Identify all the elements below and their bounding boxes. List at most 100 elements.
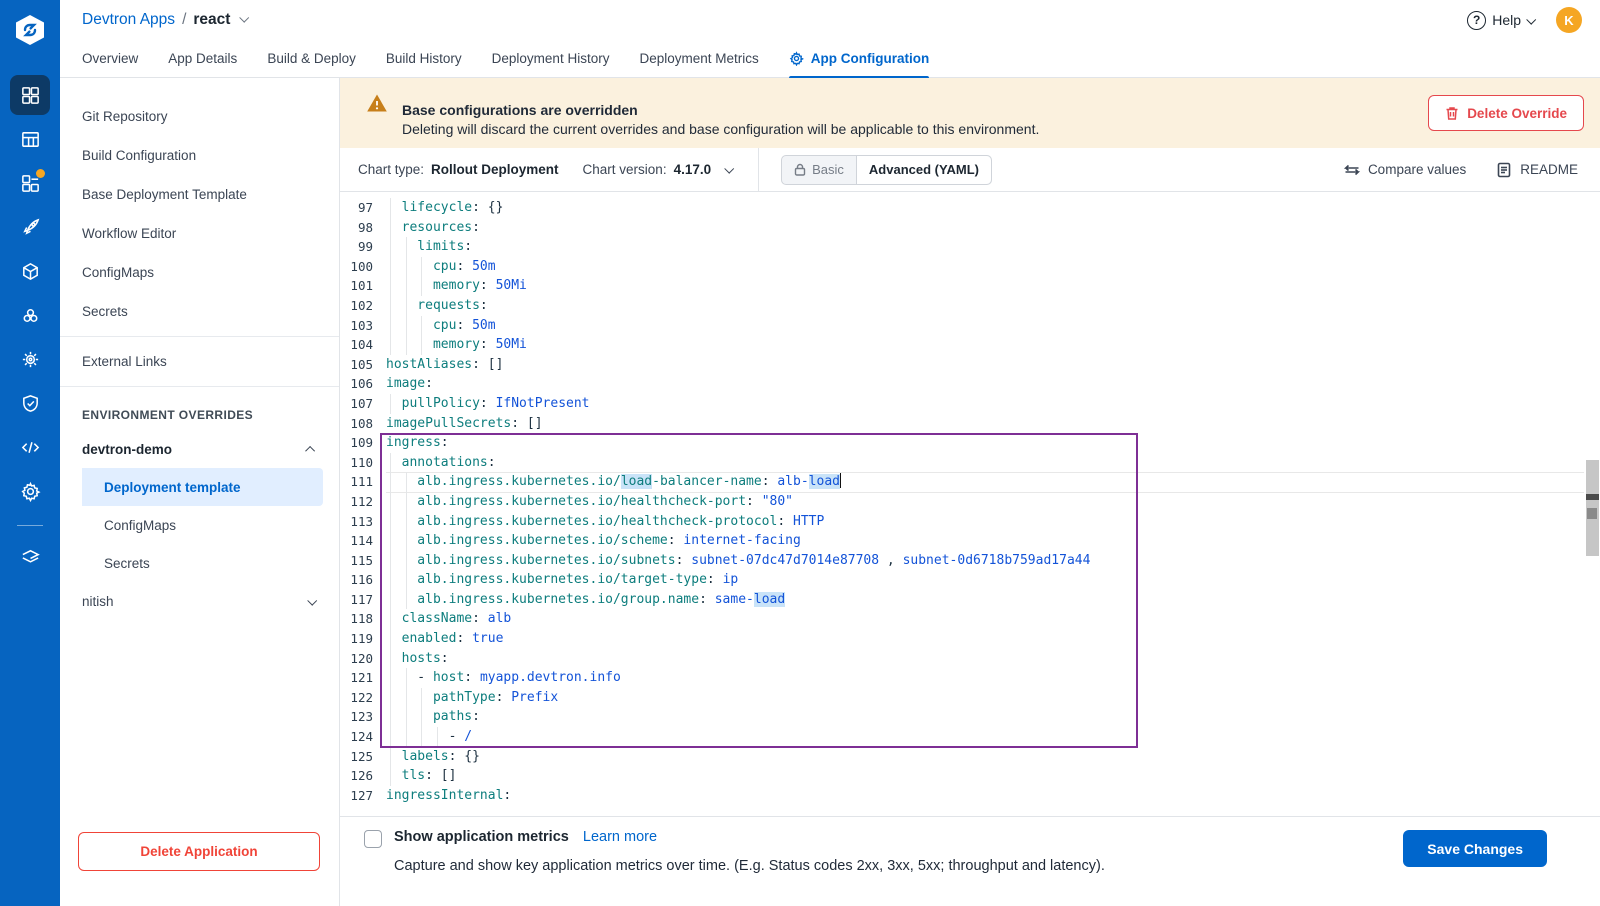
sidebar-item-external-links[interactable]: External Links xyxy=(82,354,167,369)
sidebar-item-workflow-editor[interactable]: Workflow Editor xyxy=(82,226,177,241)
divider xyxy=(758,147,760,192)
tab-build-deploy[interactable]: Build & Deploy xyxy=(267,51,356,66)
editor-line-97[interactable]: 97 lifecycle: {} xyxy=(340,198,1600,218)
save-changes-button[interactable]: Save Changes xyxy=(1403,830,1547,867)
editor-line-104[interactable]: 104 memory: 50Mi xyxy=(340,335,1600,355)
tab-deployment-history[interactable]: Deployment History xyxy=(491,51,610,66)
show-application-metrics-checkbox[interactable] xyxy=(364,830,382,848)
breadcrumb-app-list-link[interactable]: Devtron Apps xyxy=(82,11,176,28)
line-number: 115 xyxy=(350,552,373,568)
readme-button[interactable]: README xyxy=(1496,162,1578,178)
tab-app-details[interactable]: App Details xyxy=(168,51,238,66)
editor-line-107[interactable]: 107 pullPolicy: IfNotPresent xyxy=(340,393,1600,414)
breadcrumb-separator: / xyxy=(182,11,187,28)
chart-version-label: Chart version: xyxy=(582,162,667,177)
learn-more-link[interactable]: Learn more xyxy=(582,829,658,845)
editor-line-101[interactable]: 101 memory: 50Mi xyxy=(340,276,1600,296)
mode-advanced-yaml-button[interactable]: Advanced (YAML) xyxy=(855,155,991,184)
devtron-logo-icon[interactable] xyxy=(13,13,47,47)
editor-line-100[interactable]: 100 cpu: 50m xyxy=(340,256,1600,277)
editor-line-124[interactable]: 124 - / xyxy=(340,727,1600,747)
editor-line-119[interactable]: 119 enabled: true xyxy=(340,629,1600,649)
chevron-down-icon xyxy=(1526,14,1537,25)
editor-line-98[interactable]: 98 resources: xyxy=(340,217,1600,238)
rail-item-application-groups[interactable] xyxy=(10,163,50,203)
rail-item-stack-manager[interactable] xyxy=(10,536,50,576)
rail-item-security[interactable] xyxy=(10,383,50,423)
sidebar-item-base-deployment-template[interactable]: Base Deployment Template xyxy=(82,187,247,202)
user-avatar[interactable]: K xyxy=(1556,7,1582,33)
editor-line-125[interactable]: 125 labels: {} xyxy=(340,746,1600,767)
editor-line-121[interactable]: 121 - host: myapp.devtron.info xyxy=(340,668,1600,688)
rail-item-resource-browser[interactable] xyxy=(10,251,50,291)
settings-sun-icon xyxy=(22,351,38,367)
widgets-notification-icon xyxy=(21,174,39,192)
line-number: 103 xyxy=(350,317,373,333)
sidebar-item-configmaps[interactable]: ConfigMaps xyxy=(82,265,155,280)
app-switcher-chevron-icon[interactable] xyxy=(239,12,250,23)
editor-line-122[interactable]: 122 pathType: Prefix xyxy=(340,687,1600,708)
line-number: 123 xyxy=(350,709,373,725)
yaml-editor[interactable]: 97 lifecycle: {}98 resources:99 limits:1… xyxy=(340,192,1600,816)
delete-application-button[interactable]: Delete Application xyxy=(78,832,320,871)
delete-override-button[interactable]: Delete Override xyxy=(1428,95,1584,131)
editor-line-116[interactable]: 116 alb.ingress.kubernetes.io/target-typ… xyxy=(340,570,1600,590)
sidebar-item-secrets[interactable]: Secrets xyxy=(82,304,128,319)
rail-item-clusters[interactable] xyxy=(10,295,50,335)
editor-line-126[interactable]: 126 tls: [] xyxy=(340,766,1600,786)
line-number: 108 xyxy=(350,415,373,431)
compare-values-button[interactable]: Compare values xyxy=(1343,162,1466,178)
help-menu[interactable]: ? Help xyxy=(1467,10,1537,30)
rail-item-bulk-edit[interactable] xyxy=(10,427,50,467)
editor-line-113[interactable]: 113 alb.ingress.kubernetes.io/healthchec… xyxy=(340,511,1600,532)
editor-line-114[interactable]: 114 alb.ingress.kubernetes.io/scheme: in… xyxy=(340,531,1600,551)
sidebar-item-build-configuration[interactable]: Build Configuration xyxy=(82,148,197,163)
editor-line-112[interactable]: 112 alb.ingress.kubernetes.io/healthchec… xyxy=(340,491,1600,512)
env-child-secrets[interactable]: Secrets xyxy=(104,555,150,571)
chart-version-selector[interactable]: Chart version: 4.17.0 xyxy=(582,162,735,177)
editor-line-99[interactable]: 99 limits: xyxy=(340,237,1600,257)
tab-deployment-metrics[interactable]: Deployment Metrics xyxy=(639,51,759,66)
chevron-down-icon xyxy=(307,595,318,606)
tab-build-history[interactable]: Build History xyxy=(385,51,462,66)
editor-line-120[interactable]: 120 hosts: xyxy=(340,648,1600,669)
editor-line-102[interactable]: 102 requests: xyxy=(340,295,1600,316)
env-item-devtron-demo[interactable]: devtron-demo xyxy=(60,430,339,468)
rail-item-applications[interactable] xyxy=(10,75,50,115)
override-warning-banner: Base configurations are overridden Delet… xyxy=(340,78,1600,148)
shield-check-icon xyxy=(22,394,38,412)
editor-line-103[interactable]: 103 cpu: 50m xyxy=(340,315,1600,336)
line-number: 113 xyxy=(350,513,373,529)
rail-item-releases[interactable] xyxy=(10,207,50,247)
rail-item-global-configurations[interactable] xyxy=(10,471,50,511)
stack-icon xyxy=(22,549,40,563)
sidebar-item-git-repository[interactable]: Git Repository xyxy=(82,109,168,124)
line-number: 105 xyxy=(350,356,373,372)
lock-icon xyxy=(794,163,806,176)
metrics-checkbox-label: Show application metrics xyxy=(394,829,569,845)
env-item-nitish[interactable]: nitish xyxy=(60,582,339,620)
env-child-deployment-template[interactable]: Deployment template xyxy=(82,468,323,506)
rail-item-job[interactable] xyxy=(10,119,50,159)
trash-icon xyxy=(1446,106,1458,120)
editor-line-123[interactable]: 123 paths: xyxy=(340,707,1600,728)
editor-line-117[interactable]: 117 alb.ingress.kubernetes.io/group.name… xyxy=(340,589,1600,610)
editor-line-115[interactable]: 115 alb.ingress.kubernetes.io/subnets: s… xyxy=(340,550,1600,571)
gear-icon xyxy=(20,481,41,502)
env-child-configmaps[interactable]: ConfigMaps xyxy=(104,517,177,533)
tab-app-configuration[interactable]: App Configuration xyxy=(788,40,930,79)
line-number: 110 xyxy=(350,454,373,470)
tab-overview[interactable]: Overview xyxy=(82,51,139,66)
editor-line-111[interactable]: 111 alb.ingress.kubernetes.io/load-balan… xyxy=(340,472,1600,492)
rail-divider xyxy=(17,525,43,526)
editor-line-110[interactable]: 110 annotations: xyxy=(340,452,1600,473)
mode-basic-button[interactable]: Basic xyxy=(782,156,856,184)
rail-item-chart-store[interactable] xyxy=(10,339,50,379)
editor-line-118[interactable]: 118 className: alb xyxy=(340,609,1600,630)
line-number: 126 xyxy=(350,768,373,784)
